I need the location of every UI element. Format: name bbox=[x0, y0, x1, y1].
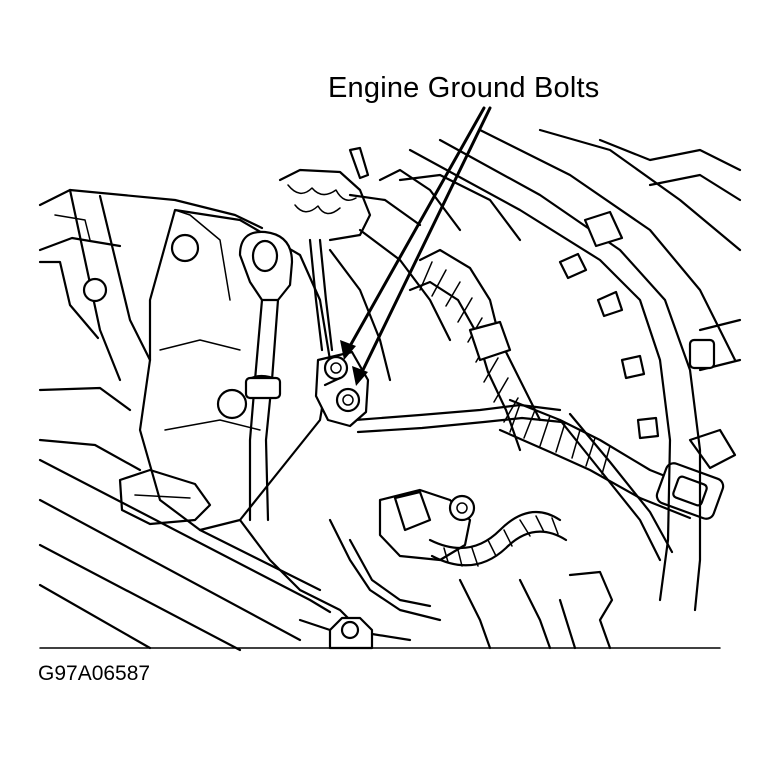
ground-wire-pair bbox=[308, 238, 674, 562]
engine-ground-bolt-upper bbox=[323, 355, 349, 381]
arrowhead-lower bbox=[352, 366, 368, 386]
ground-strap bbox=[238, 230, 294, 522]
coolant-hose bbox=[408, 248, 542, 452]
leader-line-lower bbox=[360, 106, 492, 374]
body-frame-upper-left bbox=[38, 188, 264, 472]
engine-upper-block bbox=[278, 146, 522, 382]
engine-housing bbox=[82, 208, 332, 532]
body-frame-right bbox=[408, 128, 742, 612]
wiring-harness-right bbox=[498, 398, 737, 520]
arrowhead-upper bbox=[340, 340, 356, 360]
body-frame-lower-rails bbox=[38, 458, 332, 652]
bottom-bolt bbox=[298, 616, 412, 650]
callout-arrows bbox=[340, 106, 492, 386]
figure-code: G97A06587 bbox=[38, 662, 151, 685]
engine-ground-bolts bbox=[314, 350, 370, 428]
leader-line-upper bbox=[348, 106, 486, 348]
lower-center-bracket bbox=[238, 488, 614, 650]
callout-label: Engine Ground Bolts bbox=[328, 72, 600, 104]
engine-ground-bolt-lower bbox=[335, 387, 361, 413]
